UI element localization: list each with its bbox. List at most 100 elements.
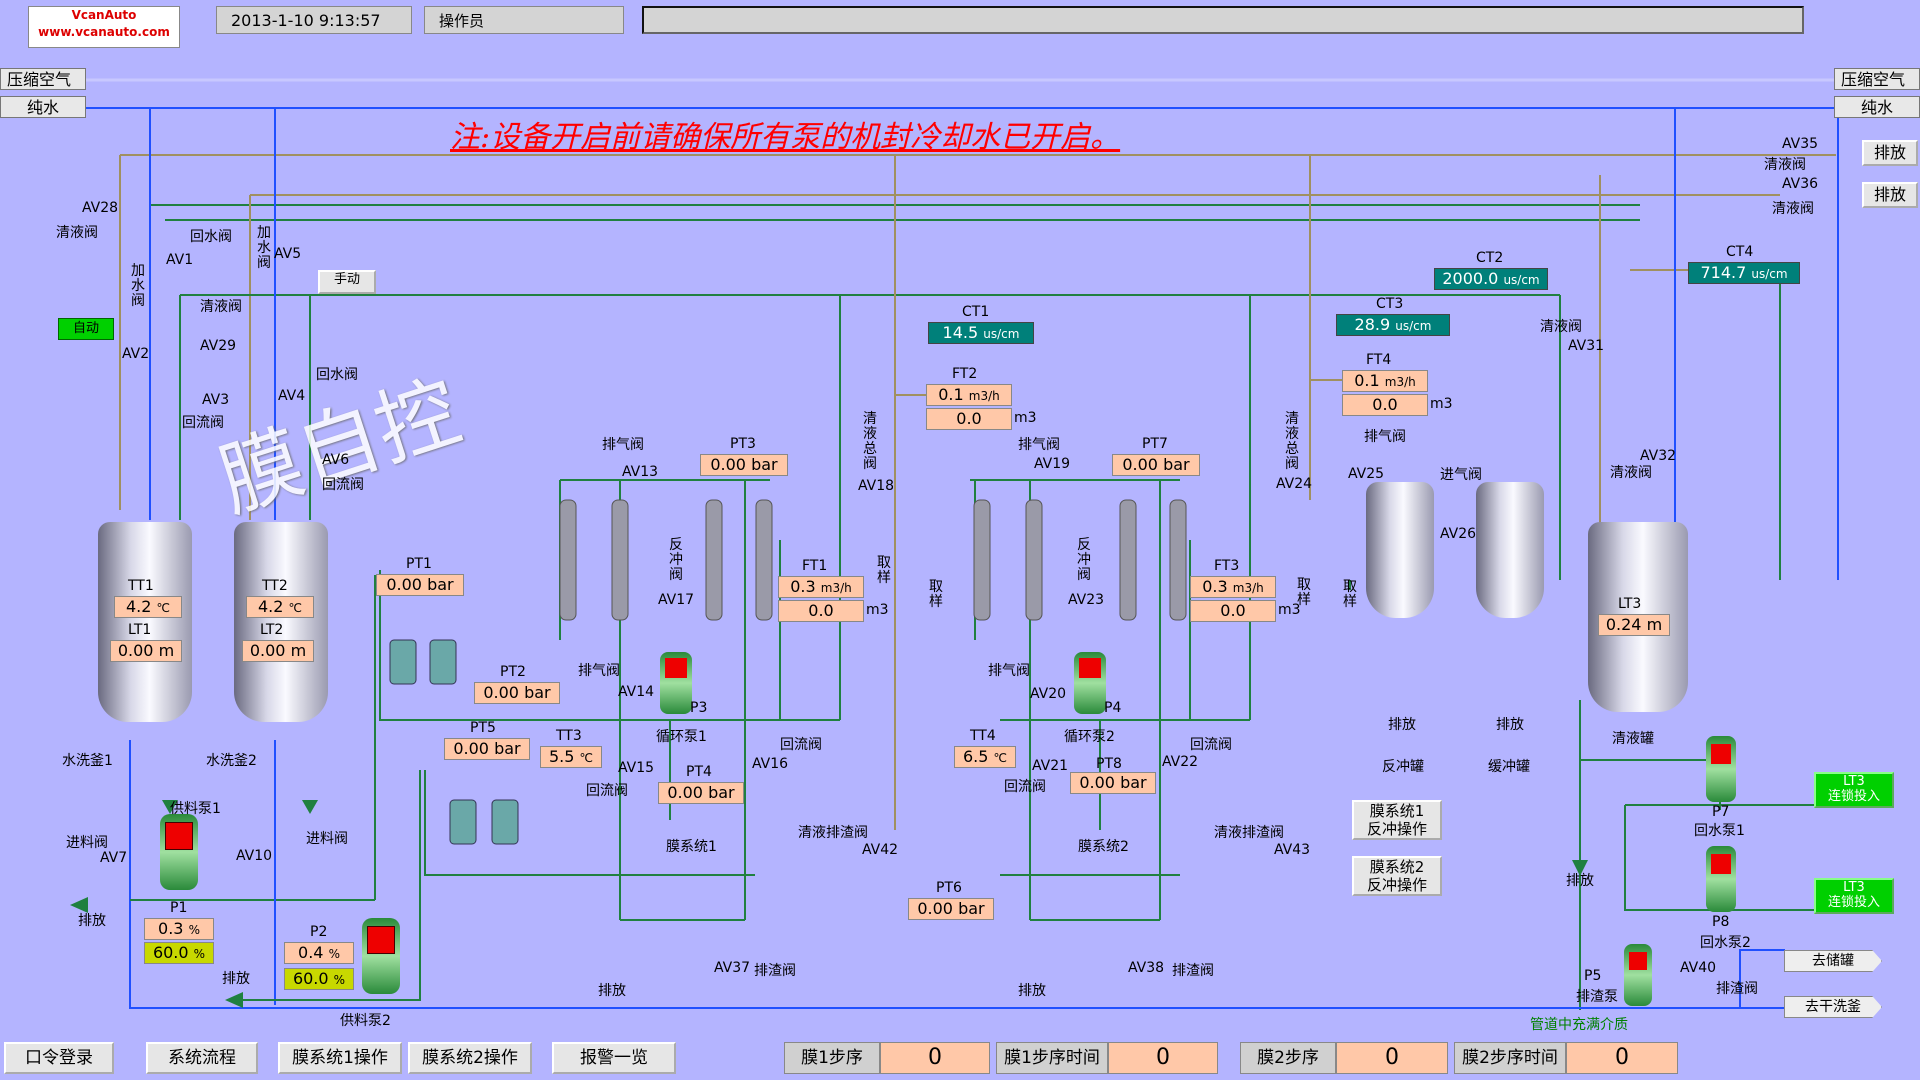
ms1-backwash-button[interactable]: 膜系统1 反冲操作 <box>1352 800 1442 840</box>
to-storage-tag: 去储罐 <box>1784 950 1882 972</box>
lt3-level: 0.24 m <box>1598 614 1670 636</box>
operator-display[interactable]: 操作员 <box>424 6 624 34</box>
av18-desc: 清液总阀 <box>863 411 877 472</box>
drain-label-left: 排放 <box>78 913 106 929</box>
wash-tank-2-label: 水洗釜2 <box>206 753 257 769</box>
p3-pump-icon[interactable] <box>660 652 692 714</box>
av19-tag[interactable]: AV19 <box>1034 456 1071 472</box>
p8-name: P8 <box>1712 914 1730 930</box>
av3-tag[interactable]: AV3 <box>202 392 230 408</box>
p7-name: P7 <box>1712 804 1730 820</box>
tt1-temp: 4.2 ℃ <box>114 596 182 618</box>
buffer-tank-label: 缓冲罐 <box>1488 759 1530 775</box>
av23-desc: 反冲阀 <box>1077 537 1091 583</box>
av37-tag[interactable]: AV37 <box>714 960 751 976</box>
av14-tag[interactable]: AV14 <box>618 684 655 700</box>
tt2-name: TT2 <box>262 578 288 594</box>
av42-tag[interactable]: AV42 <box>862 842 899 858</box>
av18-tag[interactable]: AV18 <box>858 478 895 494</box>
av20-tag[interactable]: AV20 <box>1030 686 1067 702</box>
login-button[interactable]: 口令登录 <box>4 1042 114 1074</box>
ct1-value: 14.5 us/cm <box>928 322 1034 344</box>
p5-pump-icon[interactable] <box>1624 944 1652 1006</box>
p4-name: P4 <box>1104 700 1122 716</box>
av35-tag[interactable]: AV35 <box>1782 136 1819 152</box>
compressed-air-label-left: 压缩空气 <box>0 68 86 90</box>
ft3-rate: 0.3 m3/h <box>1190 576 1276 598</box>
av36-tag[interactable]: AV36 <box>1782 176 1819 192</box>
av24-tag[interactable]: AV24 <box>1276 476 1313 492</box>
pt1-name: PT1 <box>406 556 432 572</box>
ft4-name: FT4 <box>1366 352 1392 368</box>
tt4-value: 6.5 ℃ <box>954 746 1016 768</box>
av1-tag[interactable]: AV1 <box>166 252 194 268</box>
sample-2: 取样 <box>929 579 943 610</box>
p1-pump-icon[interactable] <box>160 814 198 890</box>
tt2-temp: 4.2 ℃ <box>246 596 314 618</box>
av15-tag[interactable]: AV15 <box>618 760 655 776</box>
wash-tank-1-label: 水洗釜1 <box>62 753 113 769</box>
av29-desc: 清液阀 <box>200 299 242 315</box>
ms2-step-time-value: 0 <box>1566 1042 1678 1074</box>
logo-url: www.vcanauto.com <box>38 25 170 39</box>
av16-tag[interactable]: AV16 <box>752 756 789 772</box>
ft1-name: FT1 <box>802 558 828 574</box>
drain-button-1[interactable]: 排放 <box>1862 140 1918 166</box>
p7-lt3-interlock-button[interactable]: LT3 连锁投入 <box>1814 772 1894 808</box>
av13-tag[interactable]: AV13 <box>622 464 659 480</box>
ms1-operation-button[interactable]: 膜系统1操作 <box>278 1042 402 1074</box>
av31-tag[interactable]: AV31 <box>1568 338 1605 354</box>
av28-desc: 清液阀 <box>56 225 98 241</box>
p8-lt3-interlock-button[interactable]: LT3 连锁投入 <box>1814 878 1894 914</box>
av7-tag[interactable]: AV7 <box>100 850 128 866</box>
drain-button-2[interactable]: 排放 <box>1862 182 1918 208</box>
ft1-rate: 0.3 m3/h <box>778 576 864 598</box>
av42-desc: 清液排渣阀 <box>798 825 868 841</box>
p4-pump-icon[interactable] <box>1074 652 1106 714</box>
av22-tag[interactable]: AV22 <box>1162 754 1199 770</box>
av32-tag[interactable]: AV32 <box>1640 448 1677 464</box>
av38-tag[interactable]: AV38 <box>1128 960 1165 976</box>
alarm-list-button[interactable]: 报警一览 <box>552 1042 676 1074</box>
ft3-total: 0.0 <box>1190 600 1276 622</box>
av22-desc: 回流阀 <box>1190 737 1232 753</box>
logo-name: VcanAuto <box>71 8 137 22</box>
av29-tag[interactable]: AV29 <box>200 338 237 354</box>
av4-desc: 回水阀 <box>316 367 358 383</box>
av28-tag[interactable]: AV28 <box>82 200 119 216</box>
p7-pump-icon[interactable] <box>1706 736 1736 802</box>
av10-tag[interactable]: AV10 <box>236 848 273 864</box>
ct4-name: CT4 <box>1726 244 1754 260</box>
av40-tag[interactable]: AV40 <box>1680 960 1717 976</box>
av23-tag[interactable]: AV23 <box>1068 592 1105 608</box>
av4-tag[interactable]: AV4 <box>278 388 306 404</box>
av25-tag[interactable]: AV25 <box>1348 466 1385 482</box>
sample-4: 取样 <box>1343 579 1357 610</box>
av6-tag[interactable]: AV6 <box>322 452 350 468</box>
av37-desc: 排渣阀 <box>754 963 796 979</box>
auto-mode-indicator[interactable]: 自动 <box>58 318 114 340</box>
p2-freq: 60.0 % <box>284 968 354 990</box>
tt3-name: TT3 <box>556 728 582 744</box>
ft1-total: 0.0 <box>778 600 864 622</box>
av26-tag[interactable]: AV26 <box>1440 526 1477 542</box>
av43-tag[interactable]: AV43 <box>1274 842 1311 858</box>
av43-desc: 清液排渣阀 <box>1214 825 1284 841</box>
system-flow-button[interactable]: 系统流程 <box>146 1042 258 1074</box>
av32-desc: 清液阀 <box>1610 465 1652 481</box>
av2-tag[interactable]: AV2 <box>122 346 150 362</box>
av26-desc: 进气阀 <box>1440 467 1482 483</box>
p2-pump-icon[interactable] <box>362 918 400 994</box>
pt2-name: PT2 <box>500 664 526 680</box>
ms2-backwash-button[interactable]: 膜系统2 反冲操作 <box>1352 856 1442 896</box>
av21-tag[interactable]: AV21 <box>1032 758 1069 774</box>
av3-desc: 回流阀 <box>182 415 224 431</box>
ms2-operation-button[interactable]: 膜系统2操作 <box>408 1042 532 1074</box>
p8-pump-icon[interactable] <box>1706 846 1736 912</box>
manual-mode-button[interactable]: 手动 <box>318 270 376 294</box>
av25-desc: 排气阀 <box>1364 429 1406 445</box>
av31-desc: 清液阀 <box>1540 319 1582 335</box>
ft4-total: 0.0 <box>1342 394 1428 416</box>
av17-tag[interactable]: AV17 <box>658 592 695 608</box>
av5-tag[interactable]: AV5 <box>274 246 302 262</box>
